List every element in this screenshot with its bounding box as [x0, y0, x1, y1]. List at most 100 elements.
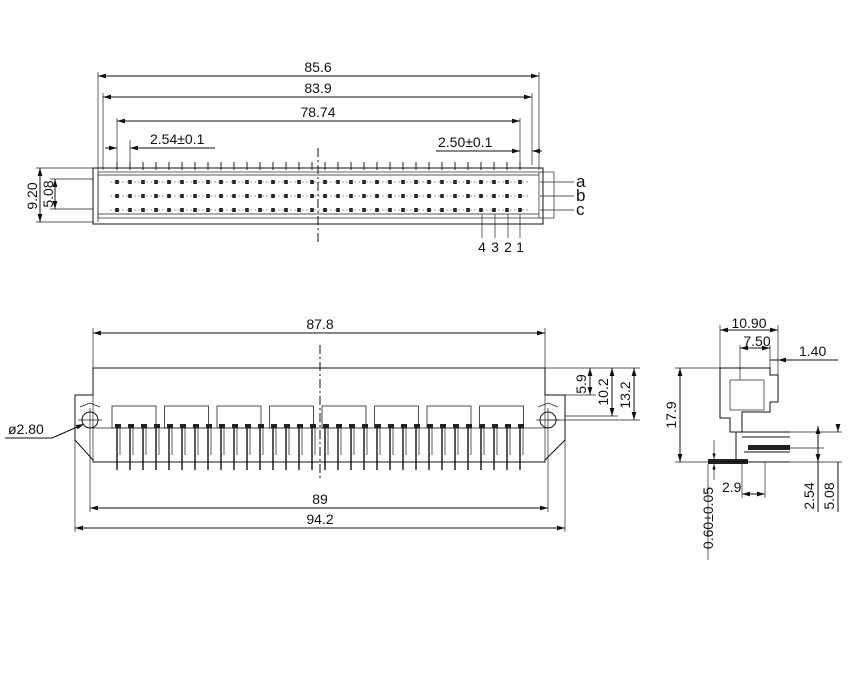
top-pin [115, 194, 119, 198]
dim-78-74-label: 78.74 [300, 104, 335, 120]
column-number-3: 3 [491, 239, 499, 255]
top-pin [375, 180, 379, 184]
top-pin [115, 208, 119, 212]
top-pin [219, 194, 223, 198]
front-pin-head [323, 424, 329, 428]
column-number-2: 2 [504, 239, 512, 255]
front-pin-head [427, 424, 433, 428]
front-pin-head [206, 424, 212, 428]
dim-2-54-label: 2.54 [801, 482, 817, 509]
front-pin-head [180, 424, 186, 428]
housing-segment [374, 405, 419, 429]
dim-hole-diameter-label: ø2.80 [8, 421, 44, 437]
dim-pitch-right-label: 2.50±0.1 [438, 134, 493, 150]
front-pin-head [219, 424, 225, 428]
front-pin-head [284, 424, 290, 428]
front-pin-head [245, 424, 251, 428]
front-pin-head [128, 424, 134, 428]
dim-1-40-label: 1.40 [799, 343, 826, 359]
top-pin [323, 180, 327, 184]
front-pin-head [336, 424, 342, 428]
dim-13-2-label: 13.2 [617, 381, 633, 408]
column-number-4: 4 [478, 239, 486, 255]
dim-83-9-label: 83.9 [304, 80, 331, 96]
top-pin [427, 208, 431, 212]
front-pin-head [297, 424, 303, 428]
top-pin [271, 194, 275, 198]
top-pin-grid [110, 162, 530, 212]
top-pin [219, 208, 223, 212]
top-pin [323, 208, 327, 212]
top-pin [427, 194, 431, 198]
dim-89-label: 89 [312, 491, 328, 507]
front-view: 87.8 ø2.80 89 94.2 [5, 316, 640, 532]
front-pin-head [440, 424, 446, 428]
column-number-1: 1 [516, 239, 524, 255]
row-label-c: c [576, 200, 585, 219]
dim-85-6-label: 85.6 [304, 59, 331, 75]
front-pin-head [375, 424, 381, 428]
top-view: 85.6 83.9 78.74 2.54±0.1 2.50±0.1 [24, 59, 586, 255]
front-pin-head [154, 424, 160, 428]
front-pin-head [492, 424, 498, 428]
front-pin-head [193, 424, 199, 428]
dim-17-9-label: 17.9 [663, 401, 679, 428]
top-pin [479, 208, 483, 212]
front-pin-head [232, 424, 238, 428]
row-label-b: b [576, 186, 585, 205]
front-pin-head [414, 424, 420, 428]
front-pin-row [115, 424, 524, 470]
front-pin-head [115, 424, 121, 428]
dim-pin-thickness-label: 0.60±0.05 [700, 487, 716, 549]
front-pin-head [349, 424, 355, 428]
dim-94-2-label: 94.2 [306, 511, 333, 527]
front-pin-head [167, 424, 173, 428]
top-pin [375, 208, 379, 212]
top-pin [375, 194, 379, 198]
top-pin [323, 194, 327, 198]
top-pin [479, 180, 483, 184]
front-pin-head [479, 424, 485, 428]
dim-87-8-label: 87.8 [306, 316, 333, 332]
front-pin-head [518, 424, 524, 428]
side-pin-b [748, 445, 790, 450]
top-pin [479, 194, 483, 198]
dim-10-2-label: 10.2 [595, 378, 611, 405]
housing-segment [164, 405, 209, 429]
top-pin [271, 208, 275, 212]
dim-pitch-left-label: 2.54±0.1 [150, 131, 205, 147]
top-pin [219, 180, 223, 184]
front-pin-head [258, 424, 264, 428]
top-pin [115, 180, 119, 184]
side-body-outline [719, 367, 779, 433]
dim-5-9-label: 5.9 [573, 374, 589, 394]
top-pin [167, 208, 171, 212]
front-pin-head [141, 424, 147, 428]
front-pin-head [388, 424, 394, 428]
dim-10-90-label: 10.90 [731, 315, 766, 331]
top-pin [167, 194, 171, 198]
top-pin [271, 180, 275, 184]
row-label-a: a [576, 172, 586, 191]
front-pin-head [505, 424, 511, 428]
front-pin-head [271, 424, 277, 428]
dim-5-08-side-label: 5.08 [821, 482, 837, 509]
dim-7-50-label: 7.50 [743, 333, 770, 349]
front-pin-head [401, 424, 407, 428]
housing-segment [321, 405, 367, 429]
housing-segment [269, 405, 314, 429]
dim-9-20-label: 9.20 [24, 182, 40, 209]
side-view: 10.90 7.50 1.40 17.9 2.54 5.08 [663, 315, 842, 560]
dim-2-9-label: 2.9 [722, 479, 742, 495]
housing-segment [426, 405, 472, 429]
front-pin-head [453, 424, 459, 428]
front-pin-head [362, 424, 368, 428]
dim-5-08-label: 5.08 [40, 180, 56, 207]
housing-segment [479, 405, 524, 429]
top-pin [167, 180, 171, 184]
front-housing-segments [111, 405, 524, 429]
front-pin-head [310, 424, 316, 428]
top-pin [427, 180, 431, 184]
front-pin-head [466, 424, 472, 428]
